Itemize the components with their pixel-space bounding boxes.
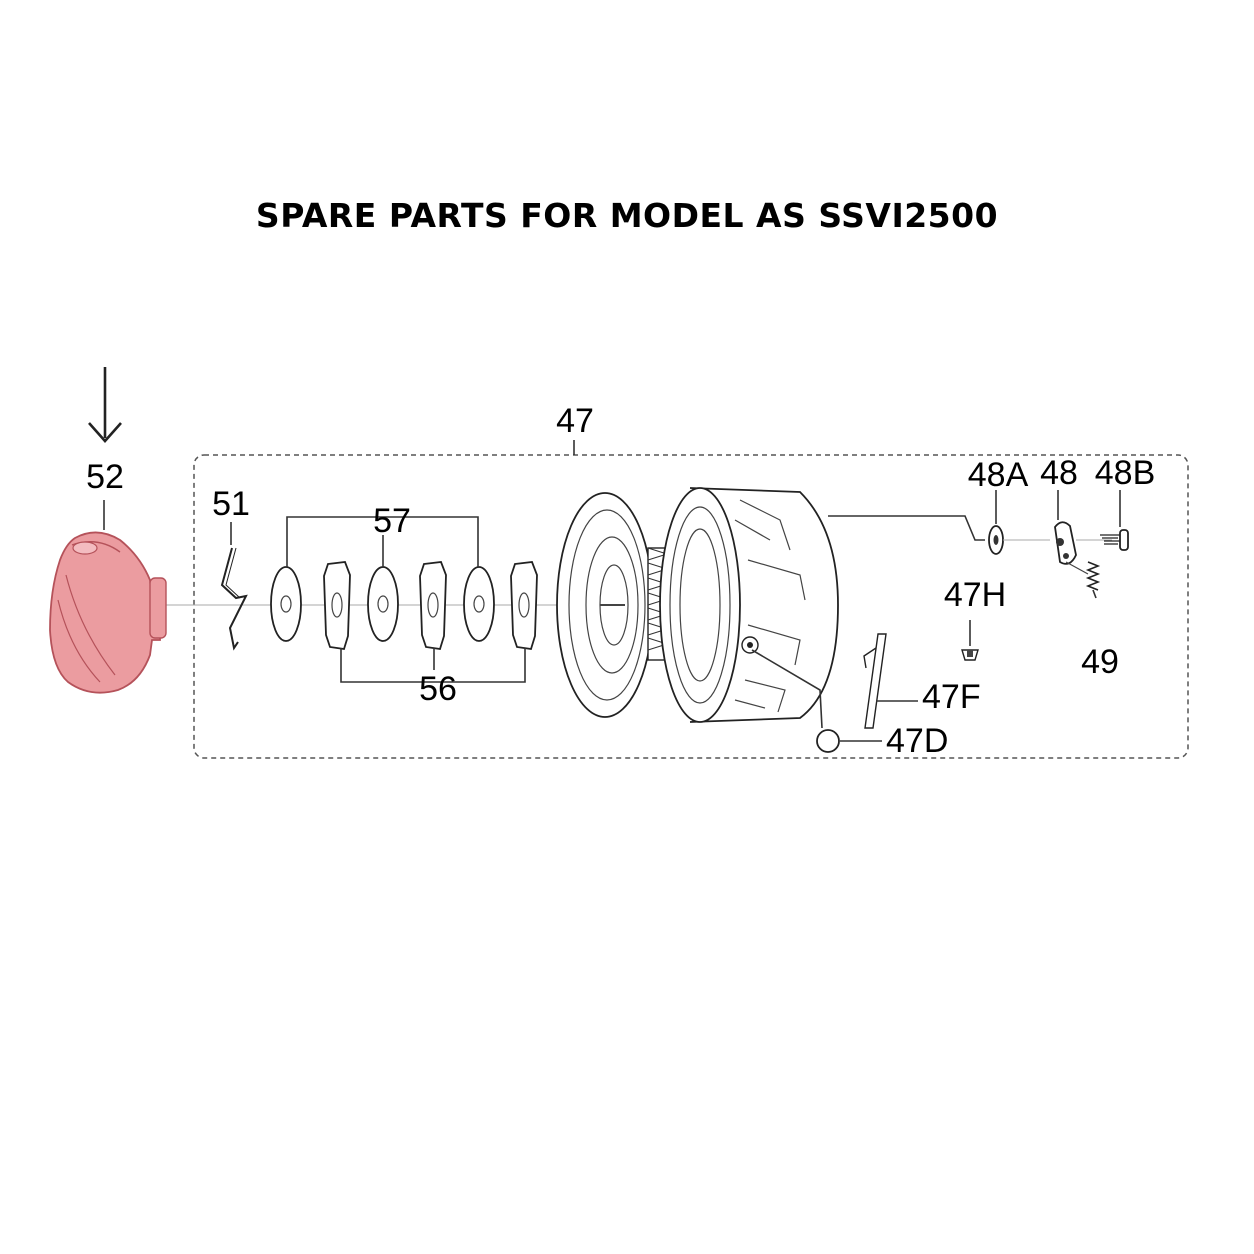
label-47: 47 [556,402,594,440]
label-49: 49 [1081,643,1119,681]
part-48[interactable] [1054,521,1077,565]
part-51-clip[interactable] [220,547,248,651]
part-52-spool-cap[interactable] [49,531,167,694]
label-57: 57 [373,502,411,540]
label-51: 51 [212,485,250,523]
label-47d: 47D [886,722,948,760]
assembly-47-box [193,454,1189,759]
diagram-title: SPARE PARTS FOR MODEL AS SSVI2500 [255,196,999,235]
label-56: 56 [419,670,457,708]
part-48b-screw[interactable] [1100,529,1129,551]
label-47h: 47H [944,576,1006,614]
label-48a: 48A [968,456,1029,494]
part-49-spring[interactable] [1085,561,1101,599]
label-52: 52 [86,458,124,496]
part-57-washers[interactable] [270,566,495,642]
part-47f-spring[interactable] [863,633,887,729]
part-47-spool[interactable] [556,487,839,723]
label-47f: 47F [922,678,981,716]
part-47h-screw[interactable] [961,620,979,661]
part-56-drag-plates[interactable] [323,561,538,650]
label-48b: 48B [1095,454,1156,492]
part-48a[interactable] [988,525,1004,555]
label-48: 48 [1040,454,1078,492]
part-47d[interactable] [816,729,840,753]
down-arrow-icon [88,367,122,443]
